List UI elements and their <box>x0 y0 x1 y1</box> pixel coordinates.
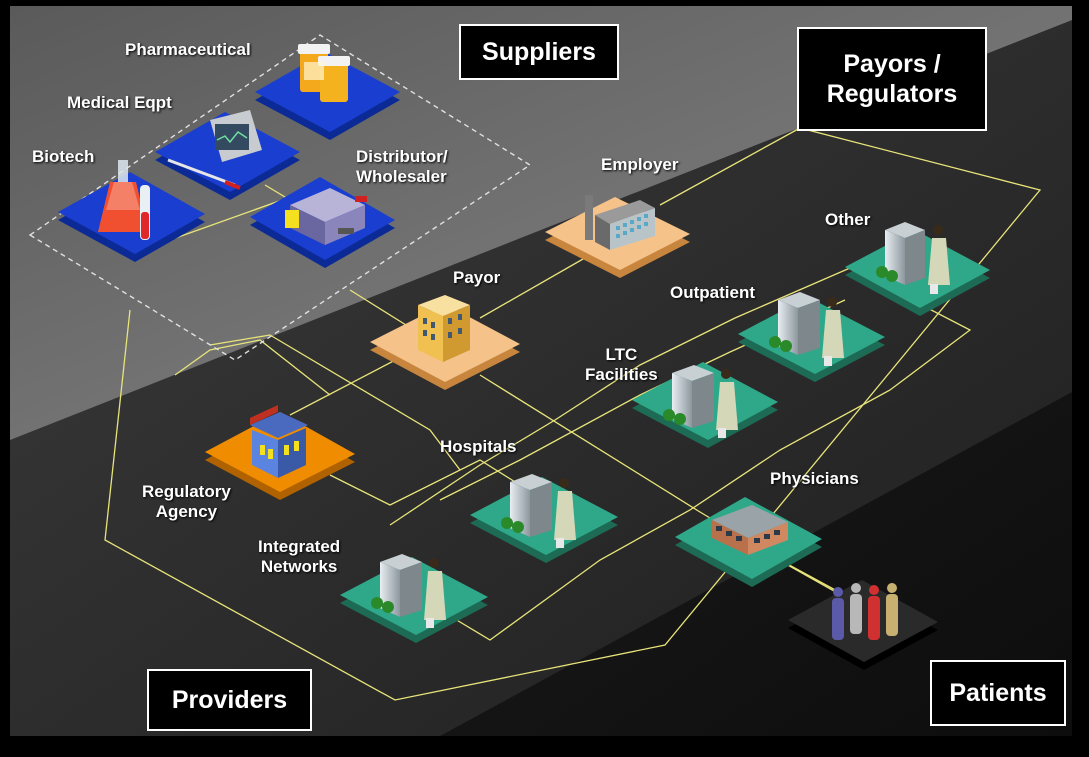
physicians-node[interactable] <box>675 497 822 587</box>
connector-payor-regulator <box>289 354 406 416</box>
payor-node[interactable] <box>370 295 520 390</box>
integrated-networks-label: Integrated Networks <box>258 537 341 576</box>
payor-label: Payor <box>453 268 501 287</box>
hospital-doctor-icon <box>769 292 844 366</box>
government-building-icon <box>250 405 308 478</box>
biotech-label: Biotech <box>32 147 95 166</box>
biotech-node[interactable] <box>58 160 205 262</box>
warehouse-icon <box>285 188 367 245</box>
providers-group-label: Providers <box>147 669 312 731</box>
regulatory-agency-node[interactable] <box>205 405 355 500</box>
outpatient-node[interactable] <box>738 292 885 382</box>
physicians-label: Physicians <box>770 469 859 488</box>
integrated-networks-node[interactable] <box>340 554 488 643</box>
connector-regulator-networks <box>209 334 461 471</box>
pharmaceutical-label: Pharmaceutical <box>125 40 251 59</box>
monitor-syringe-icon <box>167 110 262 190</box>
lab-flask-icon <box>98 160 150 240</box>
ltc-facilities-label: LTC Facilities <box>585 345 658 384</box>
suppliers-group-border <box>28 34 532 361</box>
clinic-icon <box>712 505 788 555</box>
ltc-facilities-node[interactable] <box>632 362 778 448</box>
regulatory-agency-label: Regulatory Agency <box>142 482 231 521</box>
hospitals-label: Hospitals <box>440 437 517 456</box>
connector-suppliers-regulator <box>174 339 331 396</box>
distributor-label: Distributor/ Wholesaler <box>356 147 448 186</box>
outpatient-label: Outpatient <box>670 283 755 302</box>
people-icon <box>832 583 898 640</box>
other-label: Other <box>825 210 871 229</box>
medical-eqpt-node[interactable] <box>155 110 300 200</box>
pharmaceutical-node[interactable] <box>255 44 400 140</box>
payors-regulators-group-label: Payors / Regulators <box>797 27 987 131</box>
hospital-doctor-icon <box>371 554 446 628</box>
employer-label: Employer <box>601 155 679 174</box>
distributor-node[interactable] <box>250 177 395 268</box>
medical-eqpt-label: Medical Eqpt <box>67 93 172 112</box>
hospital-doctor-icon <box>876 222 950 294</box>
other-provider-node[interactable] <box>845 222 990 316</box>
suppliers-group-label: Suppliers <box>459 24 619 80</box>
patients-node[interactable] <box>788 580 938 670</box>
hospitals-node[interactable] <box>470 474 618 563</box>
factory-icon <box>585 195 655 250</box>
connector-provider-ring <box>389 267 972 641</box>
patients-group-label: Patients <box>930 660 1066 726</box>
connector-payor-employer <box>479 254 591 319</box>
office-building-icon <box>418 295 470 362</box>
connector-regulator-providers <box>329 459 521 506</box>
hospital-doctor-icon <box>663 365 738 438</box>
employer-node[interactable] <box>545 195 690 278</box>
pill-bottles-icon <box>298 44 350 102</box>
hospital-doctor-icon <box>501 474 576 548</box>
